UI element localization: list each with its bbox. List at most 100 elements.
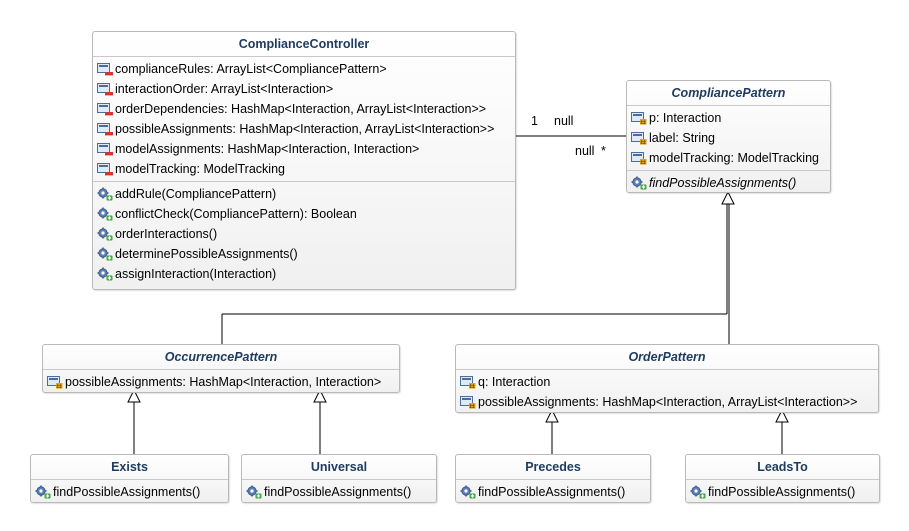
private-attribute-icon xyxy=(97,103,113,116)
member-text: determinePossibleAssignments() xyxy=(115,247,298,261)
operation-row[interactable]: assignInteraction(Interaction) xyxy=(93,264,515,284)
public-operation-icon xyxy=(97,187,113,201)
operations-compartment: findPossibleAssignments() xyxy=(242,480,436,502)
class-name: OccurrencePattern xyxy=(43,345,399,370)
class-name: Exists xyxy=(31,455,228,480)
attribute-row[interactable]: p: Interaction xyxy=(627,108,830,128)
attribute-row[interactable]: interactionOrder: ArrayList<Interaction> xyxy=(93,79,515,99)
class-name: Precedes xyxy=(456,455,650,480)
class-universal[interactable]: Universal findPossibleAssignments() xyxy=(241,454,437,503)
generalization-arrowhead-occurrence-universal xyxy=(313,388,327,403)
operation-row[interactable]: determinePossibleAssignments() xyxy=(93,244,515,264)
member-text: findPossibleAssignments() xyxy=(53,485,201,499)
attribute-row[interactable]: modelAssignments: HashMap<Interaction, I… xyxy=(93,139,515,159)
private-attribute-icon xyxy=(97,83,113,96)
attribute-row[interactable]: modelTracking: ModelTracking xyxy=(93,159,515,179)
protected-attribute-icon xyxy=(631,112,647,125)
generalization-arrowhead-compliance-pattern xyxy=(721,190,735,205)
member-text: findPossibleAssignments() xyxy=(264,485,412,499)
member-text: assignInteraction(Interaction) xyxy=(115,267,277,281)
private-attribute-icon xyxy=(97,63,113,76)
public-operation-icon xyxy=(246,485,262,499)
private-attribute-icon xyxy=(97,143,113,156)
operation-row[interactable]: findPossibleAssignments() xyxy=(31,482,228,502)
public-operation-icon xyxy=(631,176,647,190)
member-text: conflictCheck(CompliancePattern): Boolea… xyxy=(115,207,357,221)
operation-row[interactable]: findPossibleAssignments() xyxy=(627,173,830,192)
class-compliance-controller[interactable]: ComplianceController complianceRules: Ar… xyxy=(92,31,516,290)
class-occurrence-pattern[interactable]: OccurrencePattern possibleAssignments: H… xyxy=(42,344,400,393)
protected-attribute-icon xyxy=(460,396,476,409)
member-text: p: Interaction xyxy=(649,111,722,125)
public-operation-icon xyxy=(690,485,706,499)
member-text: label: String xyxy=(649,131,716,145)
member-text: orderDependencies: HashMap<Interaction, … xyxy=(115,102,487,116)
member-text: interactionOrder: ArrayList<Interaction> xyxy=(115,82,334,96)
public-operation-icon xyxy=(460,485,476,499)
member-text: modelTracking: ModelTracking xyxy=(115,162,285,176)
operations-compartment: findPossibleAssignments() xyxy=(456,480,650,502)
class-name: CompliancePattern xyxy=(627,81,830,106)
attribute-row[interactable]: orderDependencies: HashMap<Interaction, … xyxy=(93,99,515,119)
member-text: possibleAssignments: HashMap<Interaction… xyxy=(65,375,382,389)
attributes-compartment: complianceRules: ArrayList<CompliancePat… xyxy=(93,57,515,181)
class-name: Universal xyxy=(242,455,436,480)
public-operation-icon xyxy=(97,207,113,221)
attribute-row[interactable]: label: String xyxy=(627,128,830,148)
generalization-arrowhead-order-precedes xyxy=(545,408,559,423)
operations-compartment: findPossibleAssignments() xyxy=(627,170,830,192)
member-text: orderInteractions() xyxy=(115,227,218,241)
member-text: modelTracking: ModelTracking xyxy=(649,151,819,165)
source-multiplicity: 1 xyxy=(531,114,538,128)
operations-compartment: findPossibleAssignments() xyxy=(31,480,228,502)
class-exists[interactable]: Exists findPossibleAssignments() xyxy=(30,454,229,503)
member-text: findPossibleAssignments() xyxy=(708,485,856,499)
attributes-compartment: possibleAssignments: HashMap<Interaction… xyxy=(43,370,399,392)
public-operation-icon xyxy=(97,247,113,261)
class-name: OrderPattern xyxy=(456,345,878,370)
target-role: null xyxy=(575,144,595,158)
protected-attribute-icon xyxy=(460,376,476,389)
generalization-arrowhead-occurrence-exists xyxy=(127,388,141,403)
generalization-arrowhead-order-leadsto xyxy=(775,408,789,423)
operation-row[interactable]: findPossibleAssignments() xyxy=(242,482,436,502)
class-name: ComplianceController xyxy=(93,32,515,57)
operation-row[interactable]: findPossibleAssignments() xyxy=(686,482,879,502)
member-text: possibleAssignments: HashMap<Interaction… xyxy=(115,122,495,136)
operation-row[interactable]: orderInteractions() xyxy=(93,224,515,244)
attribute-row[interactable]: complianceRules: ArrayList<CompliancePat… xyxy=(93,59,515,79)
attribute-row[interactable]: possibleAssignments: HashMap<Interaction… xyxy=(93,119,515,139)
member-text: findPossibleAssignments() xyxy=(649,176,797,190)
public-operation-icon xyxy=(97,227,113,241)
attributes-compartment: q: Interaction possibleAssignments: HashM… xyxy=(456,370,878,412)
member-text: possibleAssignments: HashMap<Interaction… xyxy=(478,395,858,409)
public-operation-icon xyxy=(97,267,113,281)
operations-compartment: addRule(CompliancePattern) conflictCheck(… xyxy=(93,181,515,286)
attribute-row[interactable]: possibleAssignments: HashMap<Interaction… xyxy=(456,392,878,412)
attribute-row[interactable]: q: Interaction xyxy=(456,372,878,392)
protected-attribute-icon xyxy=(631,152,647,165)
member-text: q: Interaction xyxy=(478,375,551,389)
member-text: addRule(CompliancePattern) xyxy=(115,187,277,201)
class-leads-to[interactable]: LeadsTo findPossibleAssignments() xyxy=(685,454,880,503)
class-compliance-pattern[interactable]: CompliancePattern p: Interaction label: S… xyxy=(626,80,831,193)
member-text: findPossibleAssignments() xyxy=(478,485,626,499)
protected-attribute-icon xyxy=(631,132,647,145)
target-multiplicity: * xyxy=(601,144,606,158)
private-attribute-icon xyxy=(97,123,113,136)
public-operation-icon xyxy=(35,485,51,499)
protected-attribute-icon xyxy=(47,376,63,389)
operation-row[interactable]: addRule(CompliancePattern) xyxy=(93,184,515,204)
attribute-row[interactable]: possibleAssignments: HashMap<Interaction… xyxy=(43,372,399,392)
class-precedes[interactable]: Precedes findPossibleAssignments() xyxy=(455,454,651,503)
operation-row[interactable]: findPossibleAssignments() xyxy=(456,482,650,502)
class-name: LeadsTo xyxy=(686,455,879,480)
source-role: null xyxy=(554,114,574,128)
private-attribute-icon xyxy=(97,163,113,176)
operations-compartment: findPossibleAssignments() xyxy=(686,480,879,502)
operation-row[interactable]: conflictCheck(CompliancePattern): Boolea… xyxy=(93,204,515,224)
member-text: modelAssignments: HashMap<Interaction, I… xyxy=(115,142,420,156)
attribute-row[interactable]: modelTracking: ModelTracking xyxy=(627,148,830,168)
class-order-pattern[interactable]: OrderPattern q: Interaction possibleAssig… xyxy=(455,344,879,413)
